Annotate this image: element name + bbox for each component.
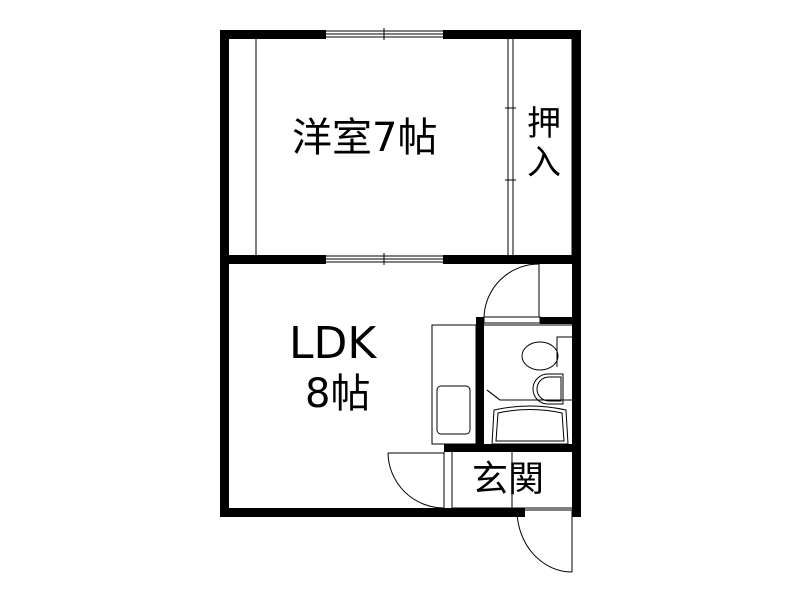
room-label-entrance: 玄関	[472, 459, 545, 500]
hall-door	[483, 263, 541, 324]
entrance-area	[387, 452, 573, 573]
window-top	[326, 28, 443, 40]
unit-bath	[484, 324, 572, 445]
kitchen-counter	[431, 324, 477, 445]
walls	[220, 30, 581, 517]
room-label-closet: 押入	[527, 104, 561, 184]
room-label-ldk: LDK	[289, 318, 377, 369]
room-label-ldk-size: 8帖	[305, 371, 371, 417]
sliding-door-middle	[326, 253, 443, 265]
room-lines	[255, 39, 573, 255]
room-label-western: 洋室7帖	[292, 115, 438, 161]
